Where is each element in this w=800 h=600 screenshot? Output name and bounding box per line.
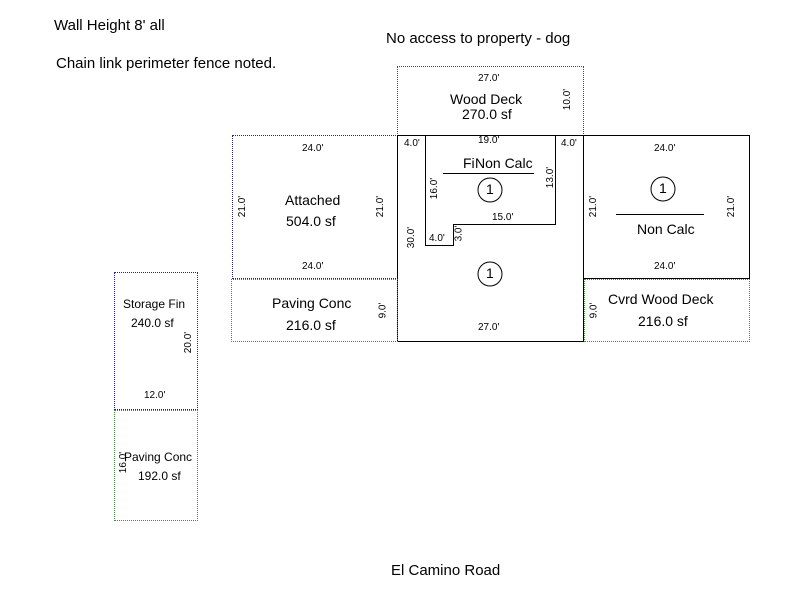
main-dim-top-inner: 19.0' bbox=[478, 135, 500, 146]
right-non-calc-label: Non Calc bbox=[637, 221, 695, 237]
road-label: El Camino Road bbox=[391, 562, 501, 579]
attached-label: Attached bbox=[285, 192, 341, 208]
fence-note: Chain link perimeter fence noted. bbox=[56, 55, 277, 72]
right-dim-bottom: 24.0' bbox=[654, 261, 676, 272]
paving-conc-small-area-label: 192.0 sf bbox=[138, 469, 181, 483]
main-dim-16: 16.0' bbox=[429, 177, 441, 200]
main-circle-label: 1 bbox=[486, 181, 494, 197]
paving-conc-small-dim-side: 16.0' bbox=[118, 451, 130, 474]
right-circle-label: 1 bbox=[659, 180, 667, 196]
main-dim-3: 3.0' bbox=[453, 225, 465, 242]
cvrd-wood-deck-area bbox=[584, 279, 750, 342]
wall-height-note: Wall Height 8' all bbox=[54, 17, 165, 34]
paving-conc-dim-side: 9.0' bbox=[377, 302, 389, 319]
storage-fin-area-label: 240.0 sf bbox=[131, 316, 174, 330]
attached-dim-top: 24.0' bbox=[302, 143, 324, 154]
paving-conc-small-label: Paving Conc bbox=[124, 450, 193, 464]
cvrd-wood-deck-area-label: 216.0 sf bbox=[638, 313, 688, 329]
paving-conc-label: Paving Conc bbox=[272, 295, 352, 311]
main-dim-bottom: 27.0' bbox=[478, 322, 500, 333]
main-non-calc-label: Non Calc bbox=[475, 155, 533, 171]
wood-deck-dim-top: 27.0' bbox=[478, 73, 500, 84]
paving-conc-small-area bbox=[114, 410, 198, 521]
attached-area-label: 504.0 sf bbox=[286, 213, 336, 229]
cvrd-wood-deck-label: Cvrd Wood Deck bbox=[608, 291, 714, 307]
cvrd-wood-deck-dim-side: 9.0' bbox=[588, 302, 600, 319]
storage-fin-label: Storage Fin bbox=[123, 297, 186, 311]
paving-conc-area-label: 216.0 sf bbox=[286, 317, 336, 333]
main-dim-15: 15.0' bbox=[492, 212, 514, 223]
wood-deck-area-label: 270.0 sf bbox=[462, 106, 512, 122]
wood-deck-label: Wood Deck bbox=[450, 91, 523, 107]
access-note: No access to property - dog bbox=[386, 30, 571, 47]
storage-fin-area bbox=[114, 272, 198, 410]
main-dim-13: 13.0' bbox=[545, 166, 557, 189]
main-dim-top-right: 4.0' bbox=[561, 138, 577, 149]
storage-fin-dim-side: 20.0' bbox=[183, 331, 195, 354]
storage-fin-dim-bottom: 12.0' bbox=[144, 390, 166, 401]
main-dim-30: 30.0' bbox=[406, 226, 418, 249]
main-circle-lower-label: 1 bbox=[486, 265, 494, 281]
main-dim-4: 4.0' bbox=[429, 233, 445, 244]
right-dim-right: 21.0' bbox=[726, 195, 738, 218]
attached-dim-bottom: 24.0' bbox=[302, 261, 324, 272]
right-dim-left: 21.0' bbox=[588, 195, 600, 218]
main-dim-top-left: 4.0' bbox=[404, 138, 420, 149]
right-dim-top: 24.0' bbox=[654, 143, 676, 154]
paving-conc-area bbox=[231, 279, 398, 342]
